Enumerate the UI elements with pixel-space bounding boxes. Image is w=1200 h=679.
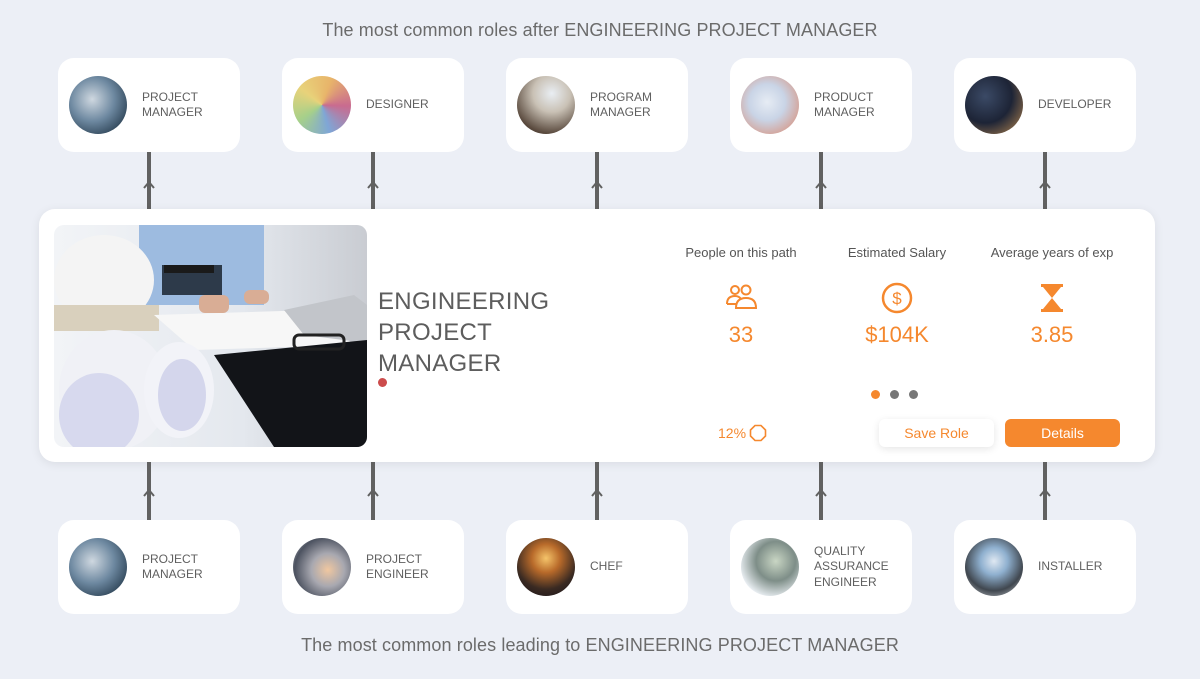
- connector-line: [143, 462, 155, 520]
- role-label: DEVELOPER: [1038, 97, 1112, 112]
- role-label: QUALITY ASSURANCE ENGINEER: [814, 543, 889, 589]
- role-label: PROJECT MANAGER: [142, 551, 203, 582]
- role-thumbnail: [965, 538, 1023, 596]
- current-role-title: ENGINEERING PROJECT MANAGER: [378, 288, 550, 377]
- match-percent: 12%: [718, 424, 767, 442]
- connector-line: [591, 152, 603, 209]
- save-role-button[interactable]: Save Role: [879, 419, 994, 447]
- role-label: CHEF: [590, 559, 623, 574]
- progress-ring-icon: [749, 424, 767, 442]
- previous-roles-caption: The most common roles leading to ENGINEE…: [301, 635, 899, 655]
- arrow-up-icon: [143, 180, 155, 189]
- role-label: PROJECT MANAGER: [142, 89, 203, 120]
- role-thumbnail: [293, 76, 351, 134]
- arrow-up-icon: [591, 488, 603, 497]
- arrow-up-icon: [143, 488, 155, 497]
- current-role-image: [54, 225, 367, 447]
- pagination-dot[interactable]: [909, 390, 918, 399]
- connector-line: [1039, 152, 1051, 209]
- stat-label: Average years of exp: [990, 245, 1114, 260]
- stat-value: 33: [728, 322, 754, 347]
- connector-line: [815, 152, 827, 209]
- connector-line: [591, 462, 603, 520]
- previous-role-card-chef[interactable]: CHEF: [506, 520, 688, 614]
- hourglass-icon: [1036, 282, 1068, 314]
- connector-line: [815, 462, 827, 520]
- match-percent-value: 12%: [718, 425, 747, 441]
- arrow-up-icon: [591, 180, 603, 189]
- next-role-card-program-manager[interactable]: PROGRAM MANAGER: [506, 58, 688, 152]
- role-thumbnail: [517, 76, 575, 134]
- role-thumbnail: [965, 76, 1023, 134]
- arrow-up-icon: [367, 180, 379, 189]
- pagination-dots: [871, 390, 918, 399]
- stat-estimated-salary: Estimated Salary $ $104K: [822, 245, 972, 348]
- dollar-circle-icon: $: [881, 282, 913, 314]
- role-thumbnail: [69, 76, 127, 134]
- stat-average-years-exp: Average years of exp 3.85: [977, 245, 1127, 348]
- arrow-up-icon: [1039, 180, 1051, 189]
- role-thumbnail: [517, 538, 575, 596]
- arrow-up-icon: [815, 180, 827, 189]
- role-thumbnail: [293, 538, 351, 596]
- connector-line: [367, 462, 379, 520]
- role-label: PRODUCT MANAGER: [814, 89, 875, 120]
- stat-value: $104K: [865, 322, 929, 347]
- next-role-card-designer[interactable]: DESIGNER: [282, 58, 464, 152]
- arrow-up-icon: [367, 488, 379, 497]
- pagination-dot[interactable]: [890, 390, 899, 399]
- status-indicator-dot: [378, 378, 387, 387]
- stat-value: 3.85: [1030, 322, 1074, 347]
- svg-text:$: $: [892, 289, 902, 308]
- role-label: PROGRAM MANAGER: [590, 89, 653, 120]
- previous-role-card-quality-assurance-engineer[interactable]: QUALITY ASSURANCE ENGINEER: [730, 520, 912, 614]
- arrow-up-icon: [1039, 488, 1051, 497]
- role-label: DESIGNER: [366, 97, 429, 112]
- next-role-card-project-manager[interactable]: PROJECT MANAGER: [58, 58, 240, 152]
- role-label: PROJECT ENGINEER: [366, 551, 429, 582]
- arrow-up-icon: [815, 488, 827, 497]
- role-label: INSTALLER: [1038, 559, 1103, 574]
- pagination-dot[interactable]: [871, 390, 880, 399]
- connector-line: [1039, 462, 1051, 520]
- next-roles-caption: The most common roles after ENGINEERING …: [322, 20, 878, 40]
- previous-role-card-project-engineer[interactable]: PROJECT ENGINEER: [282, 520, 464, 614]
- stat-label: People on this path: [685, 245, 797, 260]
- role-thumbnail: [741, 538, 799, 596]
- stat-people-on-path: People on this path 33: [666, 245, 816, 348]
- role-thumbnail: [741, 76, 799, 134]
- current-role-card: ENGINEERING PROJECT MANAGER People on th…: [39, 209, 1155, 462]
- details-button[interactable]: Details: [1005, 419, 1120, 447]
- next-role-card-developer[interactable]: DEVELOPER: [954, 58, 1136, 152]
- role-thumbnail: [69, 538, 127, 596]
- previous-role-card-installer[interactable]: INSTALLER: [954, 520, 1136, 614]
- connector-line: [367, 152, 379, 209]
- people-icon: [725, 282, 757, 314]
- stat-label: Estimated Salary: [847, 245, 947, 260]
- next-role-card-product-manager[interactable]: PRODUCT MANAGER: [730, 58, 912, 152]
- previous-role-card-project-manager[interactable]: PROJECT MANAGER: [58, 520, 240, 614]
- connector-line: [143, 152, 155, 209]
